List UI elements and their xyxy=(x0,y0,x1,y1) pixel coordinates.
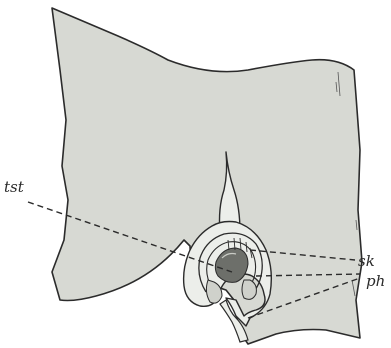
label-ph: ph xyxy=(366,272,385,290)
right-lobe xyxy=(242,280,256,299)
label-sk: sk xyxy=(358,252,375,270)
label-tst: tst xyxy=(4,178,25,196)
